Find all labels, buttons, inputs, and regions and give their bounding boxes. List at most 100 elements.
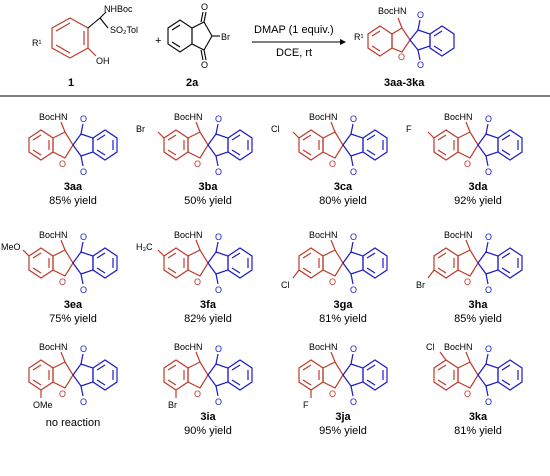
yield-value: no reaction (46, 417, 100, 429)
bochn-label: BocHN (174, 230, 203, 240)
compound-id: 3ca (334, 181, 353, 193)
carbonyl-oxygen: O (80, 397, 87, 407)
substituent-label: Br (136, 124, 145, 134)
carbonyl-oxygen: O (80, 167, 87, 177)
compound-id: 3ga (334, 299, 354, 311)
reagent-1-label: 1 (68, 77, 74, 89)
svg-text:O: O (398, 52, 405, 62)
carbonyl-oxygen: O (350, 344, 357, 354)
substituent-label: Cl (281, 280, 290, 290)
substituent-label: Cl (271, 124, 280, 134)
bochn-label: BocHN (39, 342, 68, 352)
nhboc-label: NHBoc (104, 4, 133, 14)
yield-value: 92% yield (454, 195, 502, 207)
carbonyl-oxygen: O (485, 232, 492, 242)
yield-value: 90% yield (184, 425, 232, 437)
substituent-label: MeO (1, 242, 21, 252)
compound-id: 3ea (64, 299, 83, 311)
conditions-bottom: DCE, rt (276, 47, 312, 59)
yield-value: 75% yield (49, 313, 97, 325)
bochn-label: BocHN (174, 342, 203, 352)
carbonyl-oxygen: O (215, 397, 222, 407)
substituent-label: Br (416, 280, 425, 290)
compound-id: 3ia (200, 411, 216, 423)
ring-oxygen: O (59, 389, 66, 399)
compound-entry: O BocHN O O Br 3ia 90% yield (163, 342, 253, 437)
reagent-2a-label: 2a (186, 77, 199, 89)
carbonyl-oxygen: O (80, 344, 87, 354)
carbonyl-oxygen: O (80, 114, 87, 124)
carbonyl-oxygen: O (80, 285, 87, 295)
svg-text:O: O (417, 60, 424, 70)
bochn-label: BocHN (444, 342, 473, 352)
carbonyl-oxygen: O (350, 285, 357, 295)
product-r1-label: R¹ (354, 32, 364, 42)
bochn-label: BocHN (39, 112, 68, 122)
carbonyl-oxygen: O (485, 114, 492, 124)
oh-label: OH (96, 56, 110, 66)
bochn-label: BocHN (309, 342, 338, 352)
product-label: 3aa-3ka (384, 77, 425, 89)
conditions-top: DMAP (1 equiv.) (254, 24, 334, 36)
ring-oxygen: O (464, 277, 471, 287)
carbonyl-oxygen: O (350, 397, 357, 407)
carbonyl-oxygen: O (350, 167, 357, 177)
bochn-label: BocHN (309, 112, 338, 122)
carbonyl-oxygen: O (350, 114, 357, 124)
bochn-label: BocHN (309, 230, 338, 240)
ring-oxygen: O (464, 389, 471, 399)
ring-oxygen: O (194, 159, 201, 169)
yield-value: 85% yield (454, 313, 502, 325)
ring-oxygen: O (59, 159, 66, 169)
reagent-1-structure: NHBoc SO₂Tol OH R¹ (32, 4, 138, 66)
substituent-label: OMe (33, 400, 53, 410)
compound-id: 3ka (469, 411, 488, 423)
carbonyl-oxygen: O (215, 285, 222, 295)
reagent-2a-structure: O O Br (167, 2, 230, 70)
yield-value: 81% yield (319, 313, 367, 325)
carbonyl-oxygen: O (485, 344, 492, 354)
carbonyl-oxygen: O (485, 167, 492, 177)
compound-id: 3ha (469, 299, 489, 311)
bochn-label: BocHN (444, 230, 473, 240)
yield-value: 85% yield (49, 195, 97, 207)
carbonyl-oxygen: O (215, 232, 222, 242)
substituent-label: Br (168, 400, 177, 410)
ring-oxygen: O (329, 159, 336, 169)
yield-value: 80% yield (319, 195, 367, 207)
product-structure: O O O BocHN R¹ (354, 6, 455, 70)
yield-value: 82% yield (184, 313, 232, 325)
svg-text:O: O (201, 2, 208, 12)
ring-oxygen: O (194, 277, 201, 287)
ring-oxygen: O (194, 389, 201, 399)
yield-value: 81% yield (454, 425, 502, 437)
br-label: Br (221, 32, 230, 42)
compound-entry: O BocHN O O OMe no reaction (28, 342, 118, 429)
svg-text:O: O (201, 60, 208, 70)
compound-id: 3fa (200, 299, 217, 311)
bochn-label: BocHN (174, 112, 203, 122)
product-bochn-label: BocHN (378, 6, 407, 16)
compound-entry: O BocHN O O Cl 3ca 80% yield (271, 112, 388, 207)
ring-oxygen: O (329, 389, 336, 399)
bochn-label: BocHN (39, 230, 68, 240)
ring-oxygen: O (329, 277, 336, 287)
carbonyl-oxygen: O (215, 344, 222, 354)
compound-entry: O BocHN O O 3aa 85% yield (28, 112, 118, 207)
yield-value: 95% yield (319, 425, 367, 437)
r1-label: R¹ (32, 38, 42, 48)
compound-id: 3ja (335, 411, 351, 423)
carbonyl-oxygen: O (215, 167, 222, 177)
compound-id: 3da (469, 181, 489, 193)
compound-id: 3aa (64, 181, 83, 193)
carbonyl-oxygen: O (215, 114, 222, 124)
